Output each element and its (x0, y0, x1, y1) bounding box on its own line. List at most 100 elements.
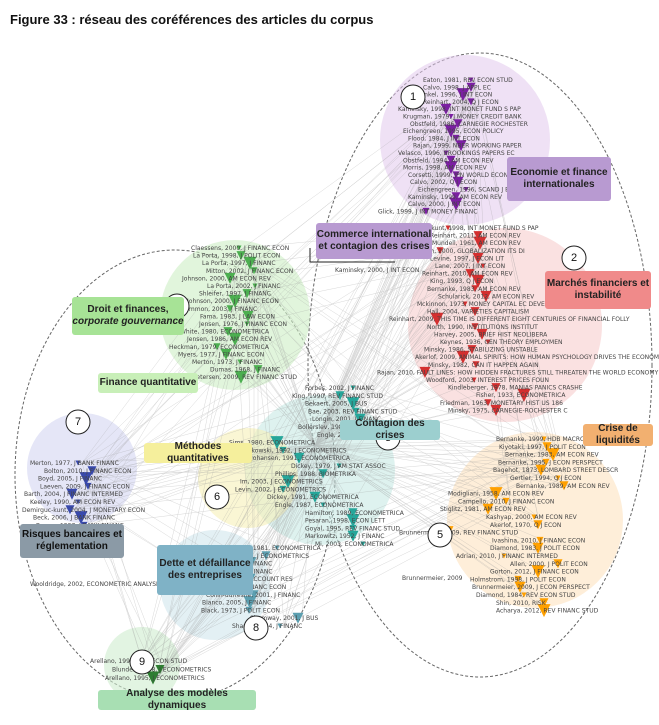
node-label-c1: Glick, 1999, J INT MONEY FINANC (378, 208, 477, 215)
node-label-c1: Corsetti, 1999, JPN WORLD ECON (408, 172, 508, 179)
category-droit-line2: corporate gouvernance (72, 316, 184, 327)
cluster-number-5: 5 (427, 522, 453, 548)
edge (280, 227, 453, 549)
edge (314, 444, 368, 545)
category-analyse: Analyse des modèles dynamiques (98, 688, 256, 711)
node-c1 (455, 140, 467, 152)
node-c1 (452, 171, 460, 179)
edge (253, 263, 316, 446)
node-label-c5: Bernanke, 1999, HDB MACROECONOMICS C (496, 436, 628, 443)
node-label-c7: Merton, 1977, J BANK FINANC (30, 460, 119, 467)
node-label-c2: Woodford, 2003, INTEREST PRICES FOUN (426, 377, 549, 384)
edge (314, 288, 480, 446)
node-c2 (471, 323, 479, 331)
node-label-c4: Johnson, 2000, J FINANC ECON (186, 298, 279, 305)
node-c1 (443, 150, 449, 156)
figure-title: Figure 33 : réseau des coréférences des … (10, 12, 374, 27)
edge (95, 116, 456, 471)
node-c8 (274, 545, 280, 551)
svg-text:7: 7 (75, 416, 81, 428)
node-label-c2: Demirguc-kunt, 1998, INT MONET FUND S PA… (400, 225, 539, 232)
node-c4 (236, 245, 242, 251)
node-c5 (514, 581, 526, 593)
node-c5 (521, 592, 527, 598)
cluster-number-7: 7 (65, 409, 91, 435)
node-label-c1: Calvo, 2002, Q J ECON (410, 179, 477, 186)
edge (242, 79, 476, 249)
edge (233, 308, 365, 420)
node-label-c8: Black, 1973, J POLIT ECON (201, 607, 280, 614)
node-label-c4: Myers, 1977, J FINANC ECON (178, 351, 264, 358)
edge (229, 354, 316, 446)
node-c2 (491, 383, 501, 393)
node-c3 (360, 541, 366, 547)
node-label-c2: Minsky, 1975, CARNEGIE-ROCHESTER C (448, 407, 568, 414)
edge (243, 361, 316, 446)
node-c2 (467, 345, 477, 355)
edge (163, 426, 351, 670)
edge (314, 174, 461, 446)
edge (163, 243, 485, 670)
node-c2 (484, 399, 492, 407)
edge (486, 265, 539, 518)
edge (314, 167, 456, 446)
svg-text:5: 5 (437, 529, 443, 541)
node-c1 (452, 134, 460, 142)
node-c2 (490, 404, 502, 416)
node-label-c3: Forbes, 2002, J FINANC (305, 385, 374, 392)
node-label-c3: Goyal, 1995, REV FINANC STUD (305, 525, 400, 532)
category-economie: Economie et finance internationales (507, 157, 611, 201)
edge (89, 478, 165, 670)
node-c5 (539, 598, 549, 608)
node-label-c5: Bernanke, 1995, J ECON PERSPECT (498, 459, 603, 466)
cluster-number-9: 9 (129, 649, 155, 675)
edge (314, 444, 549, 603)
node-label-c5: Allen, 2000, J POLIT ECON (510, 561, 588, 568)
node-label-c7: Laeven, 2009, J FINANC ECON (40, 483, 130, 490)
node-label-c5: Modigliani, 1958, AM ECON REV (448, 491, 545, 498)
node-label-c4: Johnson, 2000, AM ECON REV (181, 275, 272, 282)
node-c3 (318, 469, 328, 479)
node-label-c2: Friedman, 1963, MONETARY HIST US 186 (440, 400, 563, 407)
category-methodes: Méthodes quantitatives (144, 441, 252, 464)
edge (483, 243, 546, 471)
edge (233, 278, 511, 502)
edge (244, 255, 255, 564)
edge (314, 182, 463, 446)
edge (253, 444, 316, 603)
node-label-c9: Blundell, 1998, J ECONOMETRICS (112, 667, 211, 674)
node-label-c2: North, 1990, INSTITUTIONS INSTITUT (427, 324, 538, 331)
node-label-c5: Shin, 2010, RISK (496, 600, 547, 607)
node-c2 (471, 274, 485, 288)
edge (314, 116, 456, 446)
node-label-other: Wooldridge, 2002, ECONOMETRIC ANALYSIS (30, 581, 162, 588)
node-label-c2: Fisher, 1933, ECONOMETRICA (476, 392, 566, 399)
node-label-c1: Eaton, 1981, REV ECON STUD (423, 77, 513, 84)
edge (163, 263, 255, 670)
edge (314, 411, 361, 446)
node-label-c4: Claessens, 2000, J FINANC ECON (191, 245, 289, 252)
node-c5 (531, 565, 545, 579)
edge (454, 116, 470, 305)
connector-arrow (309, 248, 395, 263)
node-c2 (480, 263, 486, 269)
node-c3 (293, 452, 305, 464)
node-c1 (467, 98, 475, 106)
edge (474, 87, 485, 244)
edge (253, 263, 546, 471)
node-label-c4: Dumas, 1968, J FINANC (210, 367, 280, 374)
edge (81, 462, 143, 662)
node-label-c2: Kindleberger, 1978, MANIAS PANICS CRASHE (448, 385, 583, 392)
edge (261, 369, 316, 446)
node-label-c4: Lemmon, 2003, J FINANC (182, 306, 257, 313)
edge (280, 79, 476, 549)
node-label-c4: Shleifer, 1997, J FINANC (199, 291, 271, 298)
edge (314, 444, 509, 557)
edge (314, 444, 545, 541)
node-label-c2: Reinhart, 2010, AM ECON REV (422, 271, 514, 278)
node-label-c5: Gorton, 2012, J FINANC ECON (490, 569, 579, 576)
right-dashed-boundary (307, 52, 653, 678)
node-label-c8: Collin-dufresne, 2001, J FINANC (206, 592, 300, 599)
edge (87, 444, 316, 526)
